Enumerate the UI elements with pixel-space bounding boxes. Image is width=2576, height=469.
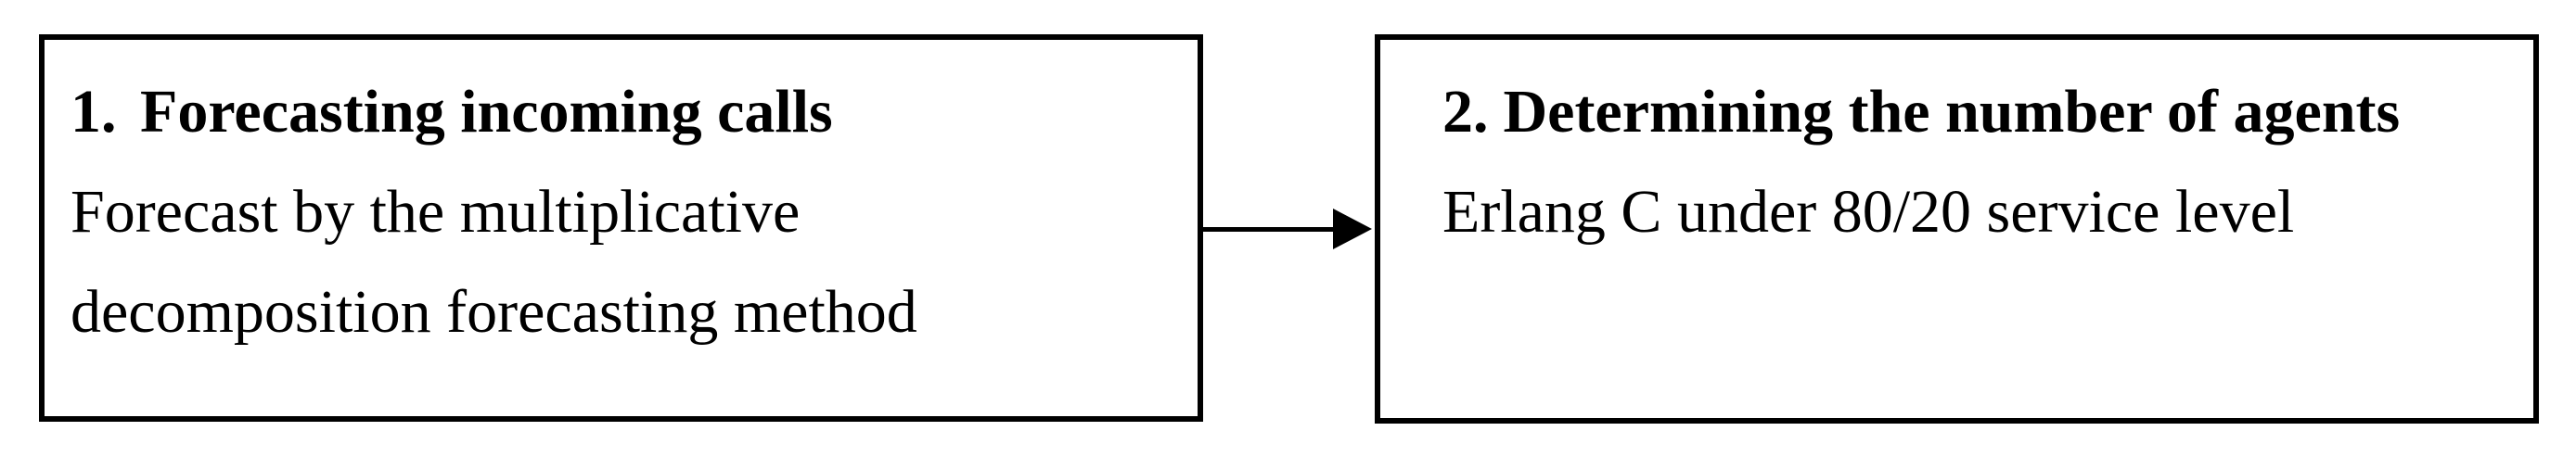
step-1-description-line: Forecast by the multiplicative (70, 178, 801, 246)
step-1-number: 1. (70, 78, 117, 146)
step-2-title: Determining the number of agents (1503, 78, 2401, 146)
step-1-title: Forecasting incoming calls (140, 78, 833, 146)
step-1-title-line: 1. Forecasting incoming calls (70, 62, 1179, 162)
step-2-description-line: Erlang C under 80/20 service level (1442, 178, 2295, 246)
arrow-right-icon (1333, 209, 1372, 249)
step-1-box: 1. Forecasting incoming calls Forecast by… (39, 34, 1203, 422)
step-2-title-line: 2.Determining the number of agents (1442, 62, 2515, 162)
step-1-description-line: decomposition forecasting method (70, 278, 917, 346)
step-2-box: 2.Determining the number of agents Erlan… (1375, 34, 2539, 424)
flow-arrow-connector (1203, 209, 1375, 249)
arrow-shaft (1203, 226, 1340, 232)
step-2-number: 2. (1442, 78, 1489, 146)
